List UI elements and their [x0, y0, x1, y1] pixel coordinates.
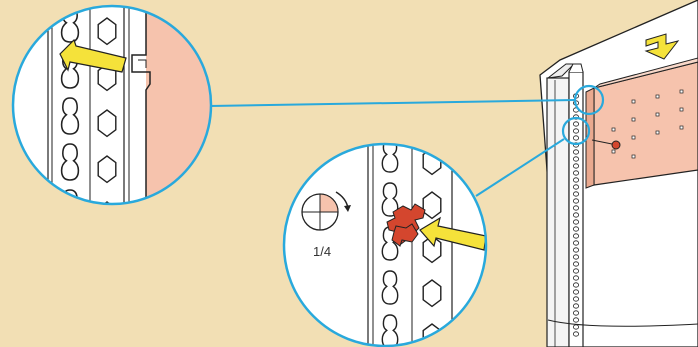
- insert-arrow-upper: [59, 38, 127, 73]
- leader-line-lower: [475, 138, 565, 197]
- callout-target-lower: [561, 116, 591, 146]
- front-post: [546, 77, 570, 347]
- rail-holes: [573, 93, 580, 337]
- magnifier-lower-border: [282, 142, 488, 347]
- red-clip: [386, 203, 426, 247]
- rotation-label: 1/4: [313, 244, 331, 259]
- panel-holes: [611, 89, 684, 159]
- magnifier-upper-border: [11, 4, 213, 206]
- magnifier-lower: 1/4: [282, 142, 488, 347]
- cabinet: [539, 0, 698, 347]
- insert-arrow-lower: [419, 216, 486, 251]
- rail-clip-small: [611, 140, 621, 150]
- rotation-quarter-icon: [301, 191, 351, 231]
- panel-insert-arrow: [644, 33, 680, 60]
- leader-line-upper: [209, 99, 576, 107]
